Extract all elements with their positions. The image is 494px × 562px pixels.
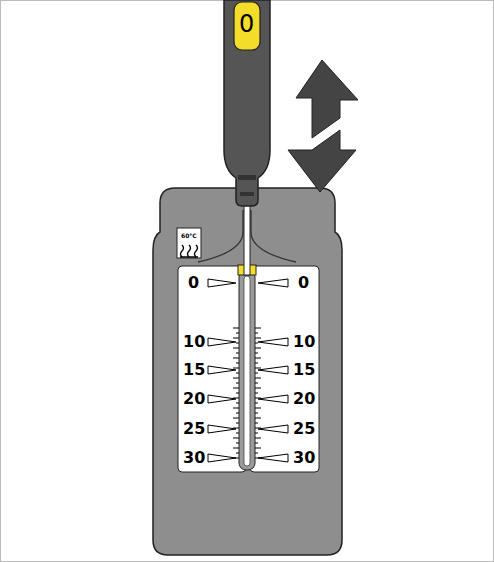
scale-number: 30	[183, 450, 205, 466]
scale-number: 20	[183, 391, 205, 407]
scale-number: 0	[188, 275, 199, 291]
scale-number: 25	[293, 421, 315, 437]
temperature-icon-text: 60°C	[181, 233, 197, 239]
scale-number: 10	[293, 334, 315, 350]
scale-number: 15	[183, 362, 205, 378]
scale-number: 15	[293, 362, 315, 378]
scale-number: 0	[298, 275, 309, 291]
scale-number: 20	[293, 391, 315, 407]
scale-number: 10	[183, 334, 205, 350]
tool-label: 0	[239, 12, 254, 36]
scale-number: 25	[183, 421, 205, 437]
scale-number: 30	[293, 450, 315, 466]
